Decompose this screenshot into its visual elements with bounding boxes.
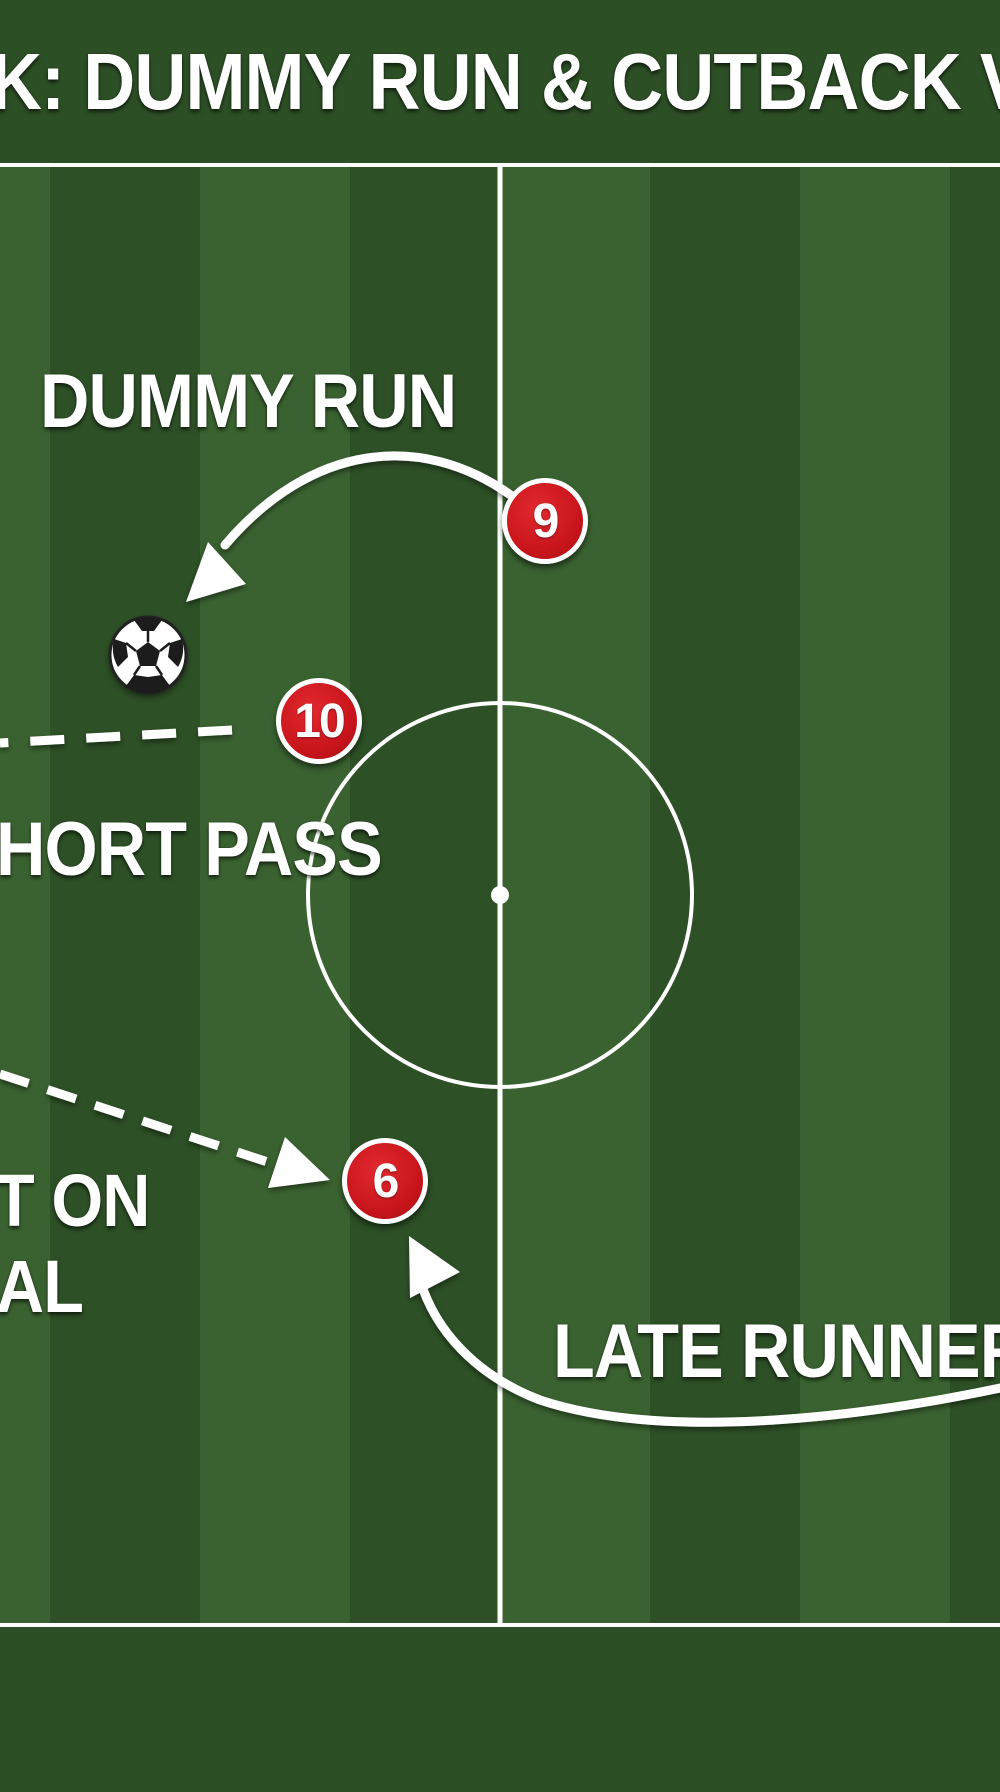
pass-to-6-line bbox=[0, 1069, 294, 1175]
short-pass-label: HORT PASS bbox=[0, 807, 383, 892]
player-9-badge: 9 bbox=[502, 478, 588, 564]
dummy-run-arrowhead bbox=[186, 542, 246, 602]
late-runner-arrow bbox=[415, 1275, 1000, 1427]
centre-circle bbox=[306, 701, 694, 1089]
football-icon bbox=[108, 615, 188, 695]
short-pass-line bbox=[0, 725, 233, 748]
shot-on-goal-label-line1: T ON bbox=[0, 1159, 150, 1242]
centre-spot bbox=[491, 886, 509, 904]
movement-arrows bbox=[0, 451, 1000, 1427]
player-6-number: 6 bbox=[372, 1154, 400, 1208]
shot-on-goal-label-line2: AL bbox=[0, 1245, 84, 1328]
late-runner-label: LATE RUNNER bbox=[553, 1309, 1000, 1394]
player-10-number: 10 bbox=[294, 694, 345, 748]
player-10-badge: 10 bbox=[276, 678, 362, 764]
dummy-run-label: DUMMY RUN bbox=[40, 359, 457, 444]
pass-to-6-arrowhead bbox=[268, 1137, 330, 1188]
player-6-badge: 6 bbox=[342, 1138, 428, 1224]
player-9-number: 9 bbox=[532, 494, 560, 548]
diagram-title: K: DUMMY RUN & CUTBACK V bbox=[0, 37, 1000, 126]
dummy-run-arrow bbox=[220, 451, 517, 550]
late-runner-arrowhead bbox=[409, 1236, 460, 1298]
